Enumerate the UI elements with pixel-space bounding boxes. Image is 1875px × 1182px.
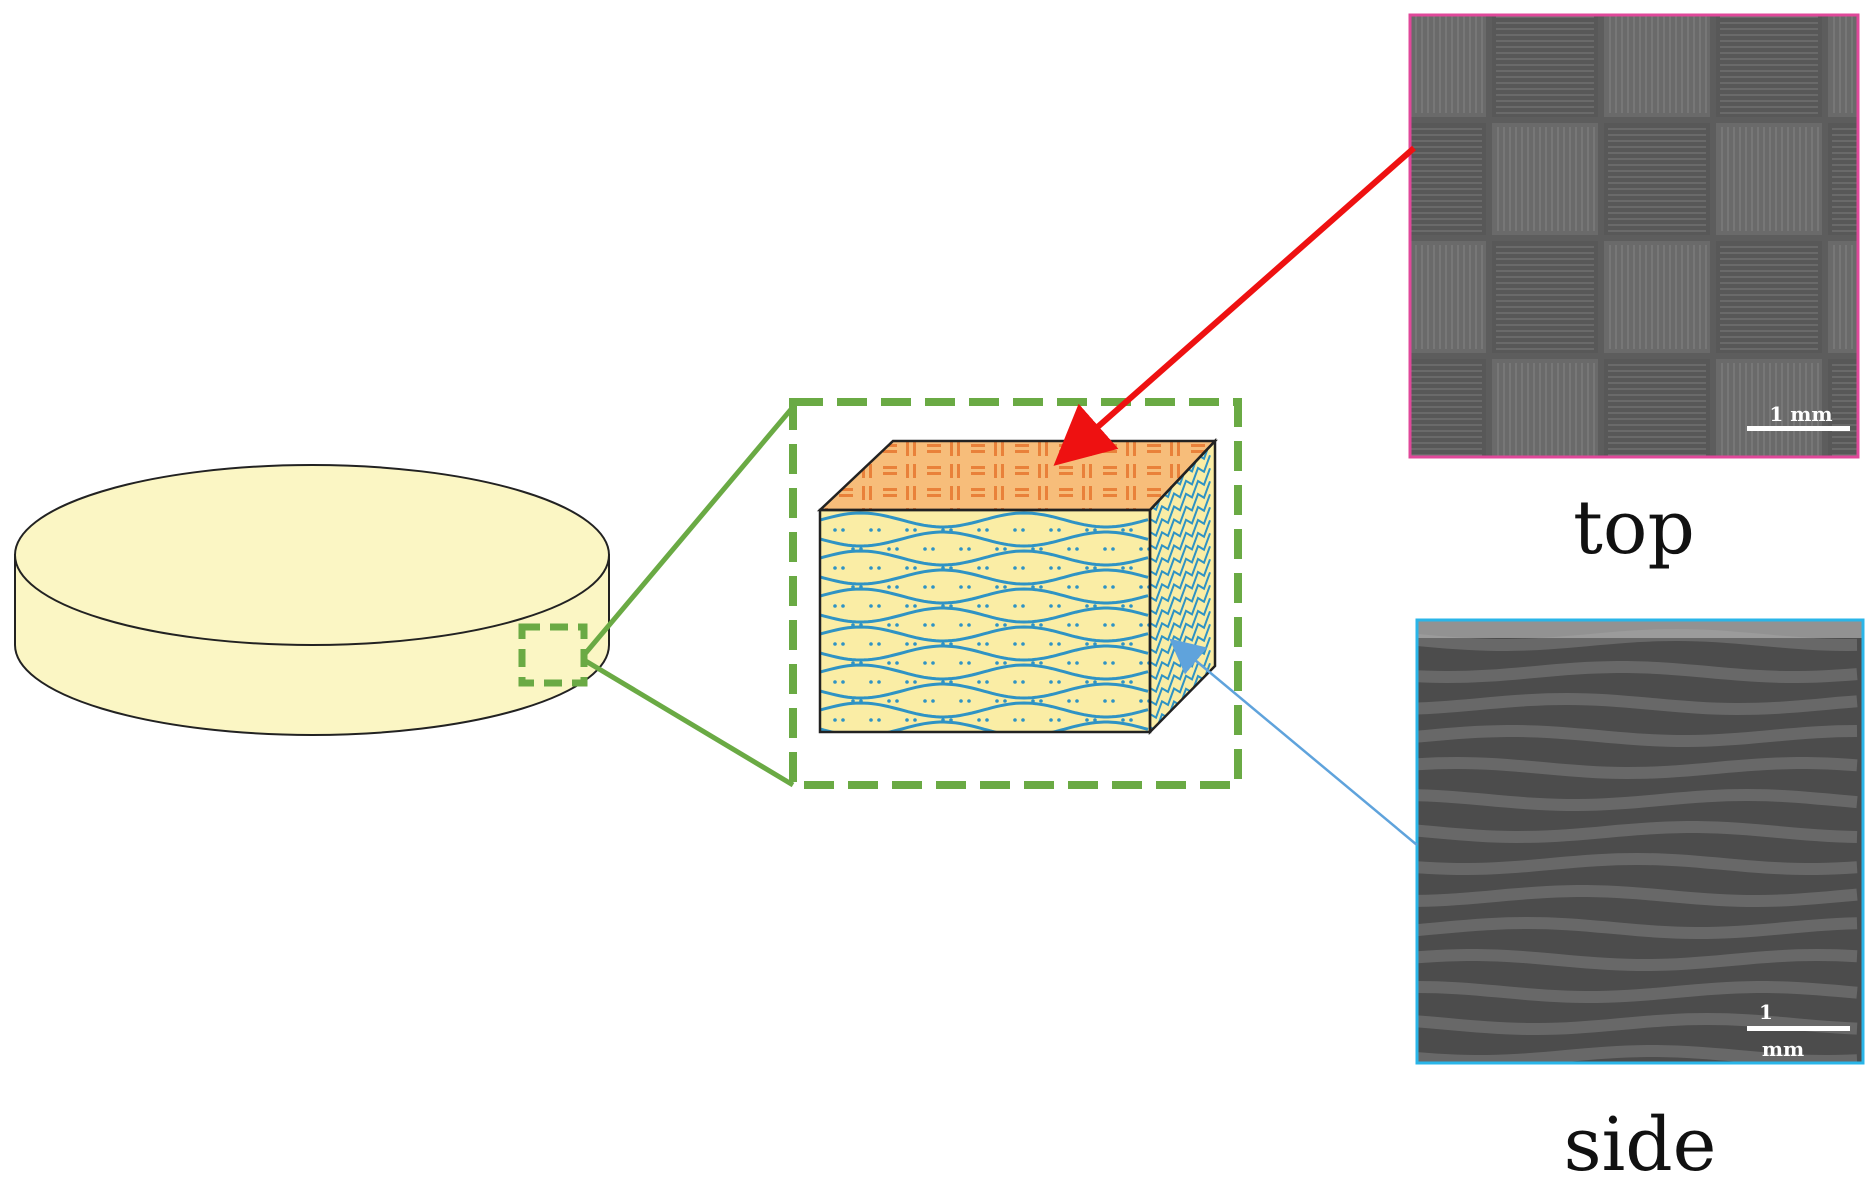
- cube-front-weave: [820, 511, 1150, 732]
- top-micrograph-frame: [1408, 13, 1860, 459]
- woven-cube: [816, 437, 1218, 736]
- top-micrograph-panel: 1 mm: [1408, 13, 1860, 459]
- side-arrow: [1169, 638, 1418, 846]
- side-scale-bar-label-unit: mm: [1762, 1037, 1804, 1061]
- disk-top: [14, 464, 610, 646]
- top-arrow: [1053, 145, 1416, 466]
- side-scale-bar: [1747, 1026, 1850, 1031]
- top-scale-bar: [1747, 426, 1850, 431]
- zoom-line-lower: [582, 657, 795, 788]
- side-scale-bar-label-number: 1: [1759, 1000, 1773, 1024]
- side-caption: side: [1564, 1102, 1717, 1182]
- cube-top-face: [820, 441, 1215, 510]
- side-micrograph-panel: 1 mm: [1415, 618, 1865, 1065]
- side-micrograph-frame: [1415, 618, 1865, 1065]
- zoom-box: [789, 398, 1242, 789]
- top-caption: top: [1573, 485, 1695, 571]
- zoom-line-upper: [582, 405, 795, 657]
- disk-specimen: [14, 464, 610, 736]
- top-scale-bar-label: 1 mm: [1769, 402, 1832, 426]
